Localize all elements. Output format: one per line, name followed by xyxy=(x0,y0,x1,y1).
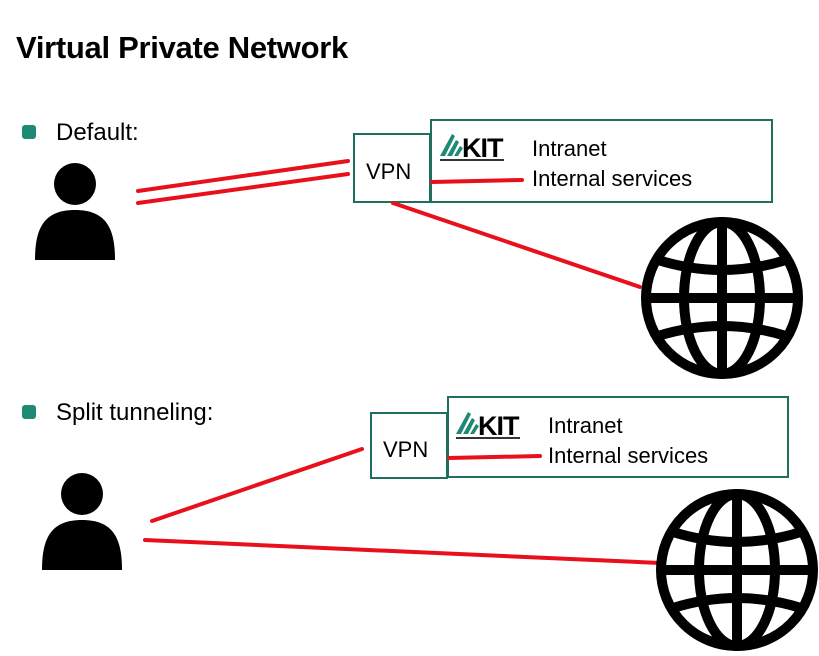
kit-logo-text: KIT xyxy=(462,133,504,163)
vpn-box-default xyxy=(353,133,431,203)
bullet-default xyxy=(22,125,36,139)
globe-icon xyxy=(641,217,803,379)
kit-logo: KIT xyxy=(440,133,505,163)
vpn-box-split xyxy=(370,412,448,479)
kit-logo: KIT xyxy=(456,411,521,441)
vpn-to-internet-line-default xyxy=(391,201,642,289)
vpn-label-split: VPN xyxy=(383,437,429,462)
service-internal: Internal services xyxy=(532,166,693,191)
kit-network-box-default xyxy=(430,119,773,203)
vpn-label-default: VPN xyxy=(366,159,412,184)
bullet-label-default: Default: xyxy=(56,119,139,146)
tunnel-line-lower xyxy=(136,172,350,205)
direct-internet-line-split xyxy=(143,538,662,565)
bullet-split xyxy=(22,405,36,419)
vpn-to-intranet-line-default xyxy=(430,178,524,184)
tunnel-line-upper xyxy=(136,159,350,193)
person-icon xyxy=(42,473,122,570)
kit-logo-text: KIT xyxy=(478,411,520,441)
person-icon xyxy=(35,163,115,260)
service-list-default: Intranet Internal services xyxy=(532,134,692,194)
service-list-split: Intranet Internal services xyxy=(548,411,708,471)
service-intranet: Intranet xyxy=(532,136,607,161)
globe-icon xyxy=(656,489,818,651)
bullet-label-split: Split tunneling: xyxy=(56,399,214,426)
page-title: Virtual Private Network xyxy=(16,30,348,65)
service-intranet: Intranet xyxy=(548,413,623,438)
vpn-to-intranet-line-split xyxy=(447,454,542,460)
service-internal: Internal services xyxy=(548,443,709,468)
tunnel-line-split xyxy=(150,447,364,523)
